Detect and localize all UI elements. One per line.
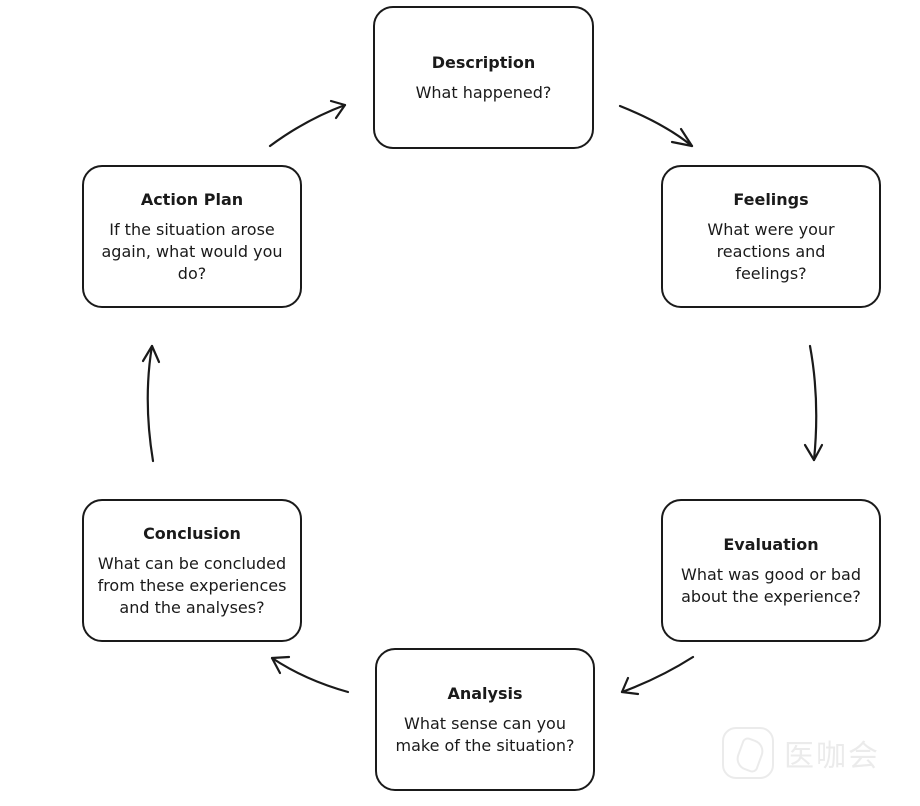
node-title: Evaluation xyxy=(723,534,819,554)
arrow-conclusion-to-actionplan xyxy=(141,344,161,463)
node-text: What can be concluded from these experie… xyxy=(97,553,287,617)
arrow-analysis-to-conclusion xyxy=(270,655,350,694)
node-title: Analysis xyxy=(447,683,523,703)
arrow-feelings-to-evaluation xyxy=(803,344,824,462)
node-title: Action Plan xyxy=(140,189,244,209)
arrow-evaluation-to-analysis xyxy=(620,655,695,696)
watermark-text: 医咖会 xyxy=(784,739,880,774)
node-text: What happened? xyxy=(415,82,552,102)
node-description: Description What happened? xyxy=(373,6,594,149)
node-title: Feelings xyxy=(733,189,809,209)
node-analysis: Analysis What sense can you make of the … xyxy=(375,648,595,791)
arrow-actionplan-to-description xyxy=(268,99,347,148)
node-action-plan: Action Plan If the situation arose again… xyxy=(82,165,302,308)
node-text: If the situation arose again, what would… xyxy=(101,219,283,283)
watermark: 医咖会 xyxy=(722,720,907,786)
node-text: What sense can you make of the situation… xyxy=(395,713,575,755)
node-title: Description xyxy=(431,52,536,72)
node-title: Conclusion xyxy=(143,523,241,543)
node-feelings: Feelings What were your reactions and fe… xyxy=(661,165,881,308)
arrow-description-to-feelings xyxy=(618,104,694,148)
node-conclusion: Conclusion What can be concluded from th… xyxy=(82,499,302,642)
node-text: What were your reactions and feelings? xyxy=(707,219,835,283)
node-text: What was good or bad about the experienc… xyxy=(681,564,861,606)
watermark-logo-icon xyxy=(722,727,774,779)
node-evaluation: Evaluation What was good or bad about th… xyxy=(661,499,881,642)
